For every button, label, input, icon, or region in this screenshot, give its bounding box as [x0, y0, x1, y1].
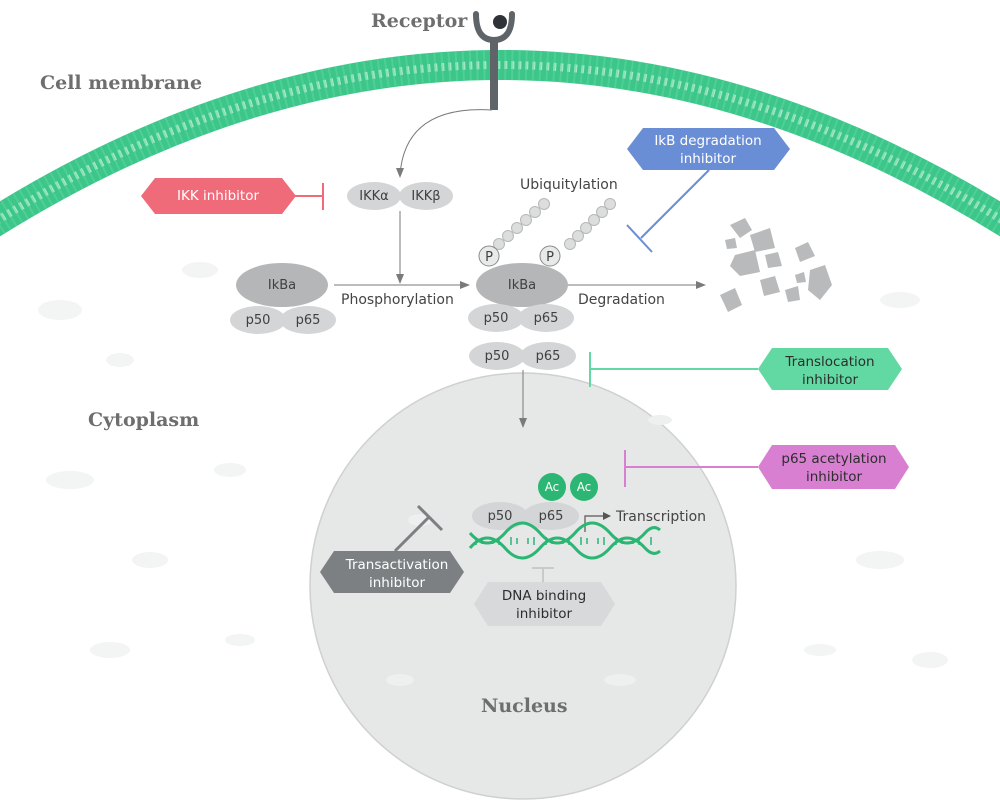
ubiquitylation-label: Ubiquitylation — [520, 177, 618, 193]
ikb-degradation-inhibitor-line1: IkB degradation — [654, 133, 761, 149]
p50-free-label: p50 — [485, 349, 510, 364]
phospho-left-label: P — [485, 250, 493, 265]
dna-binding-inhibitor-line2: inhibitor — [516, 606, 572, 622]
p50-nuclear-label: p50 — [488, 509, 513, 524]
phosphorylation-arrowhead — [460, 281, 470, 289]
translocation-inhibitor — [589, 348, 902, 390]
translocation-inhibitor-line1: Translocation — [784, 354, 874, 370]
degradation-arrowhead — [696, 281, 706, 289]
p65-acetylation-inhibitor-line2: inhibitor — [806, 469, 862, 485]
ikk-down-arrowhead — [396, 274, 404, 284]
acetyl-right-label: Ac — [577, 480, 592, 494]
ikk-inhibitor — [141, 178, 324, 214]
phospho-right-label: P — [546, 250, 554, 265]
p50-mid-label: p50 — [484, 311, 509, 326]
p50-left-label: p50 — [246, 313, 271, 328]
ikba-complex-left — [230, 263, 336, 334]
ikb-degradation-inhibitor — [626, 128, 790, 253]
dna-helix — [468, 521, 661, 560]
receptor-arrowhead — [396, 168, 404, 178]
degradation-label: Degradation — [578, 292, 665, 308]
receptor — [473, 11, 515, 110]
ikk-beta-label: IKKβ — [411, 189, 440, 204]
p65-mid-label: p65 — [534, 311, 559, 326]
ikba-left-label: IkBa — [268, 278, 296, 293]
receptor-to-ikk-arrow — [399, 109, 493, 176]
phosphorylation-label: Phosphorylation — [341, 292, 454, 308]
ikb-degradation-inhibitor-line2: inhibitor — [680, 151, 736, 167]
acetyl-groups — [538, 473, 598, 501]
cytoplasm-texture — [38, 262, 948, 668]
ikk-complex — [347, 182, 453, 210]
ikk-inhibitor-label: IKK inhibitor — [177, 188, 259, 204]
transcription-label: Transcription — [615, 509, 706, 525]
transactivation-inhibitor-line2: inhibitor — [369, 575, 425, 591]
acetyl-left-label: Ac — [545, 480, 560, 494]
translocation-inhibitor-line2: inhibitor — [802, 372, 858, 388]
p65-acetylation-inhibitor-line1: p65 acetylation — [781, 451, 886, 467]
transactivation-inhibitor — [320, 504, 464, 593]
translocation-arrowhead — [519, 418, 527, 428]
transcription-arrow — [584, 515, 606, 532]
p65-nuclear-label: p65 — [539, 509, 564, 524]
ubiquitin-chains — [493, 198, 616, 250]
nuclear-nfkb-dimer — [472, 502, 579, 530]
degraded-fragments — [720, 218, 832, 312]
ikba-mid-label: IkBa — [508, 278, 536, 293]
p65-free-label: p65 — [536, 349, 561, 364]
cell-membrane — [0, 50, 1000, 237]
ikba-complex-phosphorylated — [468, 245, 574, 332]
free-nfkb-dimer — [469, 342, 576, 370]
dna-binding-inhibitor — [474, 567, 615, 626]
nucleus-label: Nucleus — [481, 695, 568, 717]
p65-acetylation-inhibitor — [624, 445, 909, 489]
p65-left-label: p65 — [296, 313, 321, 328]
cell-membrane-label: Cell membrane — [40, 72, 202, 94]
dna-binding-inhibitor-line1: DNA binding — [502, 588, 586, 604]
transactivation-inhibitor-line1: Transactivation — [345, 557, 449, 573]
cytoplasm-label: Cytoplasm — [88, 409, 199, 431]
receptor-label: Receptor — [371, 10, 468, 32]
transcription-arrowhead — [603, 512, 611, 520]
ikk-alpha-label: IKKα — [359, 189, 388, 204]
